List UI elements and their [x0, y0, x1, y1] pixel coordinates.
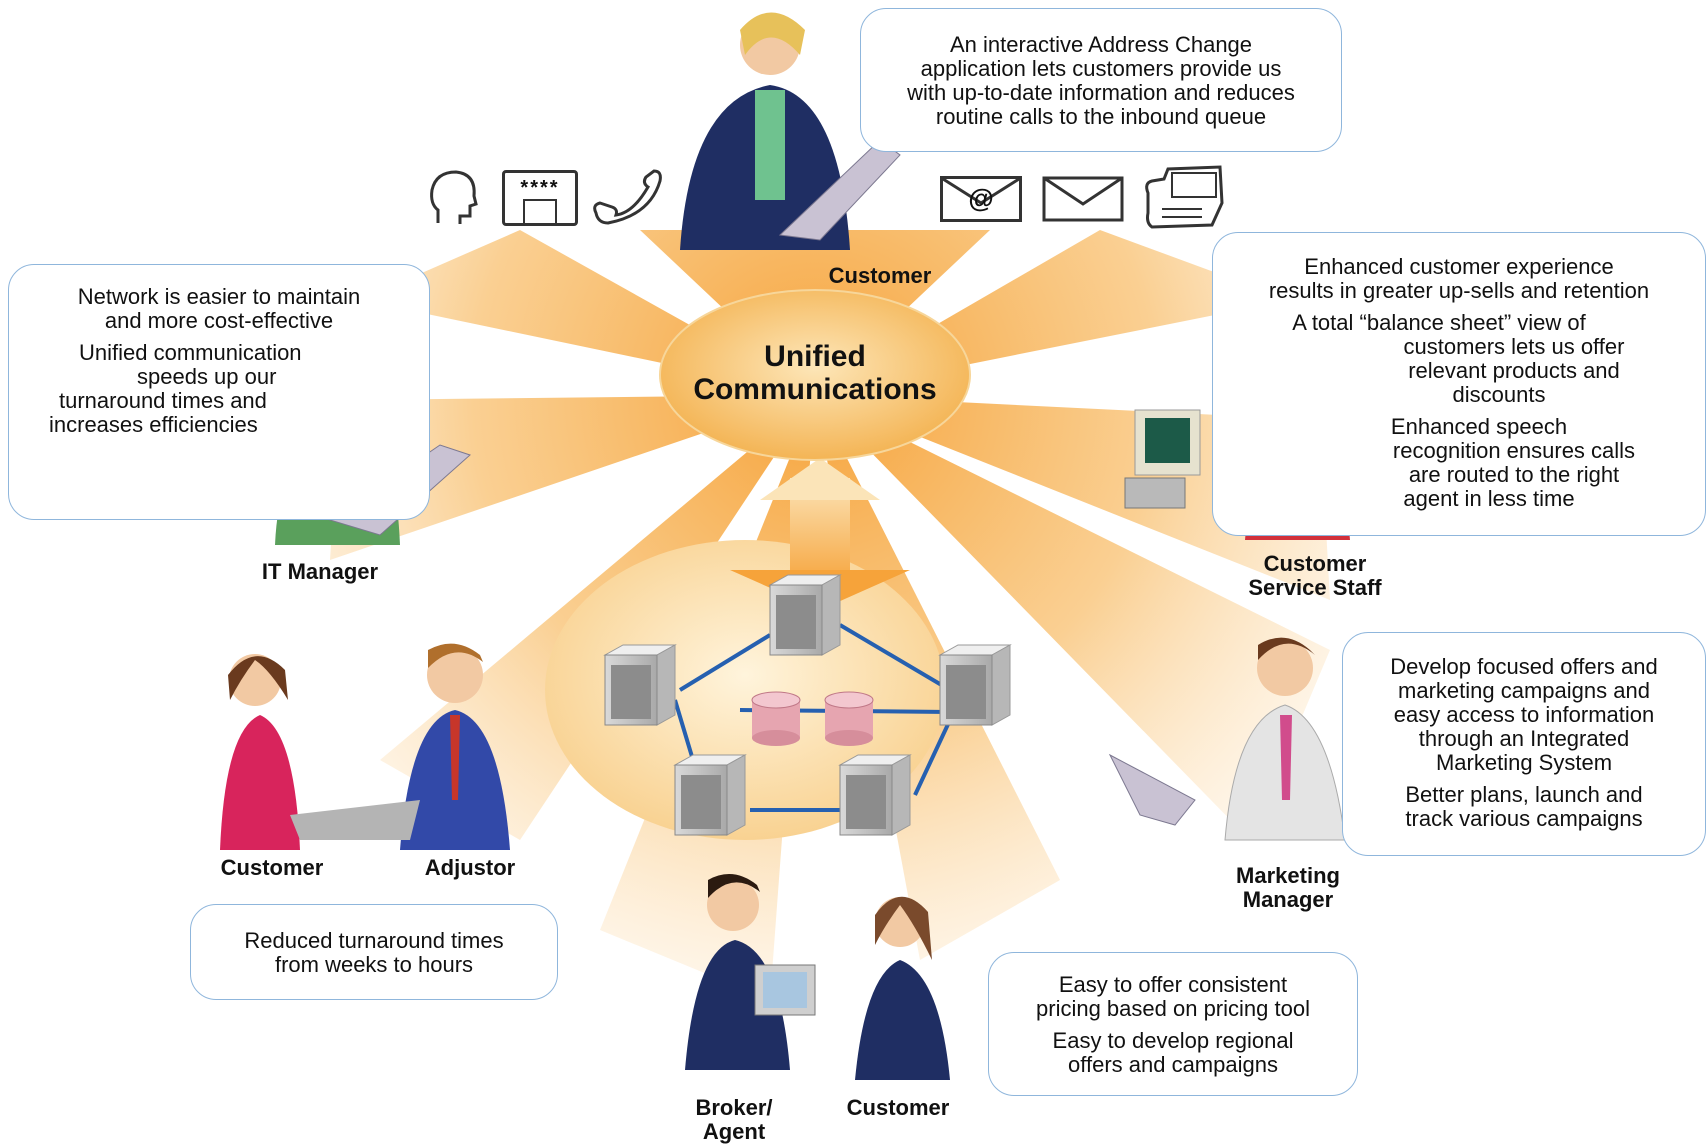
hub-ellipse: [659, 289, 971, 461]
up-arrow: [730, 458, 910, 610]
it-manager-callout: Network is easier to maintain and more c…: [8, 264, 430, 520]
callout-line: marketing campaigns and: [1398, 678, 1650, 703]
speech-head-icon: [430, 170, 478, 224]
pricing-callout: Easy to offer consistent pricing based o…: [988, 952, 1358, 1096]
role-line: Service Staff: [1248, 575, 1382, 600]
callout-line: increases efficiencies: [49, 412, 258, 437]
callout-line: relevant products and: [1408, 358, 1620, 383]
role-broker-agent: Broker/ Agent: [664, 1096, 804, 1144]
callout-line: Network is easier to maintain: [77, 284, 361, 309]
role-it-manager: IT Manager: [261, 559, 379, 584]
server-icon: [938, 644, 1012, 726]
callout-line: pricing based on pricing tool: [1036, 996, 1310, 1021]
role-line: Agent: [702, 1119, 766, 1144]
role-customer-service-staff: Customer Service Staff: [1230, 552, 1400, 600]
hub-title-line1: Unified: [764, 340, 866, 373]
adjustor-figure: [290, 643, 510, 850]
database-icon: [751, 691, 801, 746]
callout-line: agent in less time: [1403, 486, 1575, 511]
customer-service-callout: Enhanced customer experience results in …: [1212, 232, 1706, 536]
callout-line: Unified communication: [79, 340, 302, 365]
role-customer-top: Customer: [828, 263, 932, 288]
callout-line: track various campaigns: [1405, 806, 1643, 831]
database-icon: [824, 691, 874, 746]
callout-line: customers lets us offer: [1403, 334, 1625, 359]
claims-callout: Reduced turnaround times from weeks to h…: [190, 904, 558, 1000]
callout-line: Marketing System: [1435, 750, 1613, 775]
callout-line: speeds up our: [137, 364, 277, 389]
hub-title: Unified Communications: [660, 340, 970, 406]
password-text: ****: [520, 177, 560, 199]
database-icons: [751, 691, 874, 746]
callout-line: results in greater up-sells and retentio…: [1268, 278, 1650, 303]
role-customer-bottom: Customer: [846, 1095, 950, 1120]
role-line: Manager: [1242, 887, 1334, 912]
callout-line: A total “balance sheet” view of: [1292, 310, 1586, 335]
callout-line: Reduced turnaround times: [244, 928, 504, 953]
callout-line: offers and campaigns: [1068, 1052, 1278, 1077]
password-terminal-icon: ****: [502, 170, 578, 226]
customer-top-figure: [680, 12, 901, 250]
server-icon: [768, 574, 842, 656]
callout-line: discounts: [1452, 382, 1546, 407]
server-icon: [673, 754, 747, 836]
role-line: Broker/: [695, 1095, 773, 1120]
customer-left-figure: [220, 654, 300, 850]
email-symbol: @: [968, 183, 994, 213]
marketing-manager-figure: [1108, 637, 1346, 841]
phone-handset-icon: [593, 169, 662, 225]
callout-line: routine calls to the inbound queue: [935, 104, 1267, 129]
callout-line: Better plans, launch and: [1405, 782, 1643, 807]
callout-line: application lets customers provide us: [920, 56, 1282, 81]
broker-agent-figure: [685, 874, 816, 1070]
callout-line: recognition ensures calls: [1392, 438, 1636, 463]
server-icon: [603, 644, 677, 726]
role-line: Marketing: [1236, 863, 1340, 888]
callout-line: Enhanced customer experience: [1304, 254, 1614, 279]
fax-machine-icon: [1145, 165, 1224, 229]
callout-line: from weeks to hours: [274, 952, 474, 977]
server-icon: [838, 754, 912, 836]
callout-line: Easy to develop regional: [1052, 1028, 1294, 1053]
server-icons: [603, 574, 1012, 836]
role-adjustor: Adjustor: [424, 855, 516, 880]
callout-line: easy access to information: [1393, 702, 1655, 727]
callout-line: through an Integrated: [1418, 726, 1630, 751]
callout-line: are routed to the right: [1408, 462, 1620, 487]
callout-line: An interactive Address Change: [949, 32, 1253, 57]
email-icon: @: [940, 176, 1022, 222]
envelope-icon: [1042, 176, 1124, 222]
callout-line: Easy to offer consistent: [1058, 972, 1288, 997]
role-line: Customer: [1263, 551, 1367, 576]
customer-bottom-figure: [855, 896, 950, 1080]
callout-line: Develop focused offers and: [1390, 654, 1658, 679]
role-customer-left: Customer: [220, 855, 324, 880]
hub-title-line2: Communications: [693, 373, 937, 406]
callout-line: turnaround times and: [59, 388, 267, 413]
address-change-callout: An interactive Address Change applicatio…: [860, 8, 1342, 152]
marketing-callout: Develop focused offers and marketing cam…: [1342, 632, 1706, 856]
callout-line: Enhanced speech: [1390, 414, 1568, 439]
callout-line: and more cost-effective: [104, 308, 334, 333]
callout-line: with up-to-date information and reduces: [907, 80, 1295, 105]
role-marketing-manager: Marketing Manager: [1218, 864, 1358, 912]
